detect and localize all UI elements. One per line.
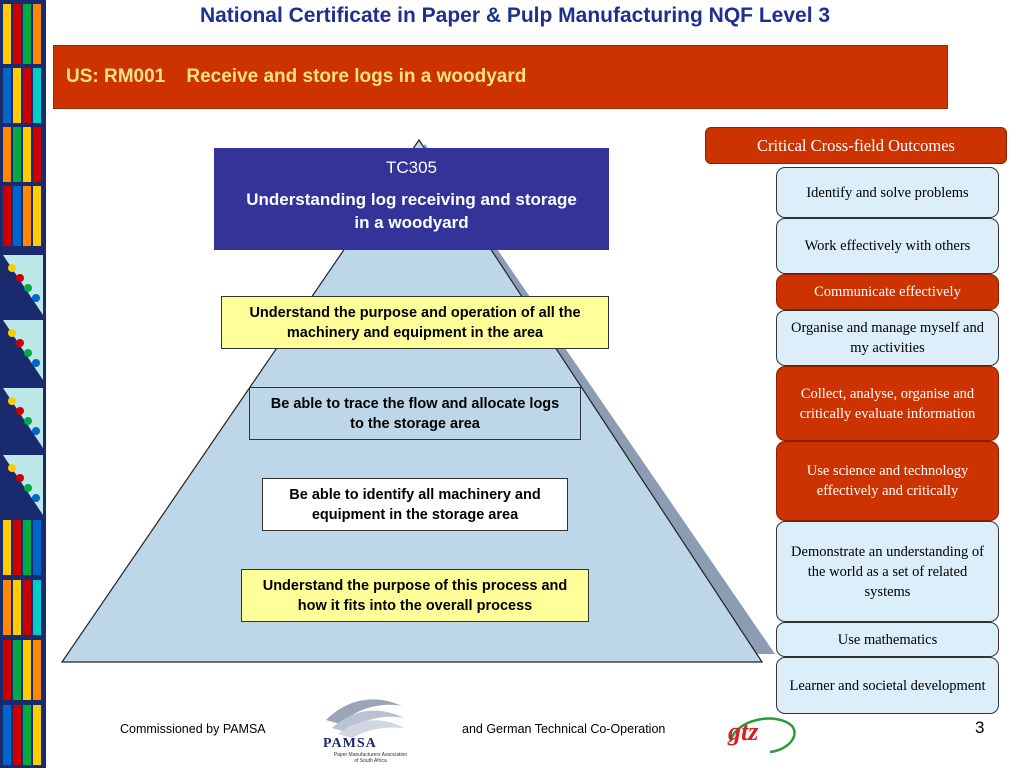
unit-standard-banner: US: RM001 Receive and store logs in a wo… <box>53 45 948 109</box>
outcome-item: Organise and manage myself and my activi… <box>776 310 999 366</box>
cooperation-text: and German Technical Co-Operation <box>462 722 666 736</box>
decorative-side-strip <box>0 0 46 768</box>
pyramid-level-4-text: Understand the purpose of this process a… <box>262 577 568 614</box>
outcome-item: Use mathematics <box>776 622 999 657</box>
pamsa-logo-text: PAMSA <box>323 736 377 751</box>
outcome-item-highlighted: Use science and technology effectively a… <box>776 441 999 521</box>
page-number: 3 <box>975 718 985 737</box>
outcome-item: Learner and societal development <box>776 657 999 714</box>
pyramid-level-3-text: Be able to identify all machinery and eq… <box>289 486 541 523</box>
training-component-name: Understanding log receiving and storage … <box>246 190 577 232</box>
unit-standard-title: US: RM001 Receive and store logs in a wo… <box>66 66 527 87</box>
stained-glass-pattern-icon <box>0 0 46 768</box>
pyramid-level-3: Be able to identify all machinery and eq… <box>262 478 568 531</box>
page-title: National Certificate in Paper & Pulp Man… <box>199 4 831 27</box>
pamsa-logo-subtitle: Paper Manufacturers Association of South… <box>333 752 408 764</box>
pyramid-level-2-text: Be able to trace the flow and allocate l… <box>270 395 560 432</box>
commissioned-by-text: Commissioned by PAMSA <box>120 722 266 736</box>
pyramid-level-1: Understand the purpose and operation of … <box>221 296 609 349</box>
outcome-item: Work effectively with others <box>776 218 999 274</box>
outcome-item: Demonstrate an understanding of the worl… <box>776 521 999 622</box>
pyramid-level-1-text: Understand the purpose and operation of … <box>249 304 581 341</box>
gtz-logo-icon <box>728 717 796 754</box>
training-component-box: TC305 Understanding log receiving and st… <box>214 148 609 250</box>
outcome-item: Identify and solve problems <box>776 167 999 218</box>
gtz-logo-text: gtz <box>728 717 759 746</box>
pyramid-level-2: Be able to trace the flow and allocate l… <box>249 387 581 440</box>
outcome-item-highlighted: Collect, analyse, organise and criticall… <box>776 366 999 441</box>
pamsa-logo-icon <box>326 699 404 738</box>
pyramid-level-4: Understand the purpose of this process a… <box>241 569 589 622</box>
training-component-code: TC305 <box>385 158 438 177</box>
outcome-item-highlighted: Communicate effectively <box>776 274 999 310</box>
outcomes-header: Critical Cross-field Outcomes <box>705 127 1007 164</box>
